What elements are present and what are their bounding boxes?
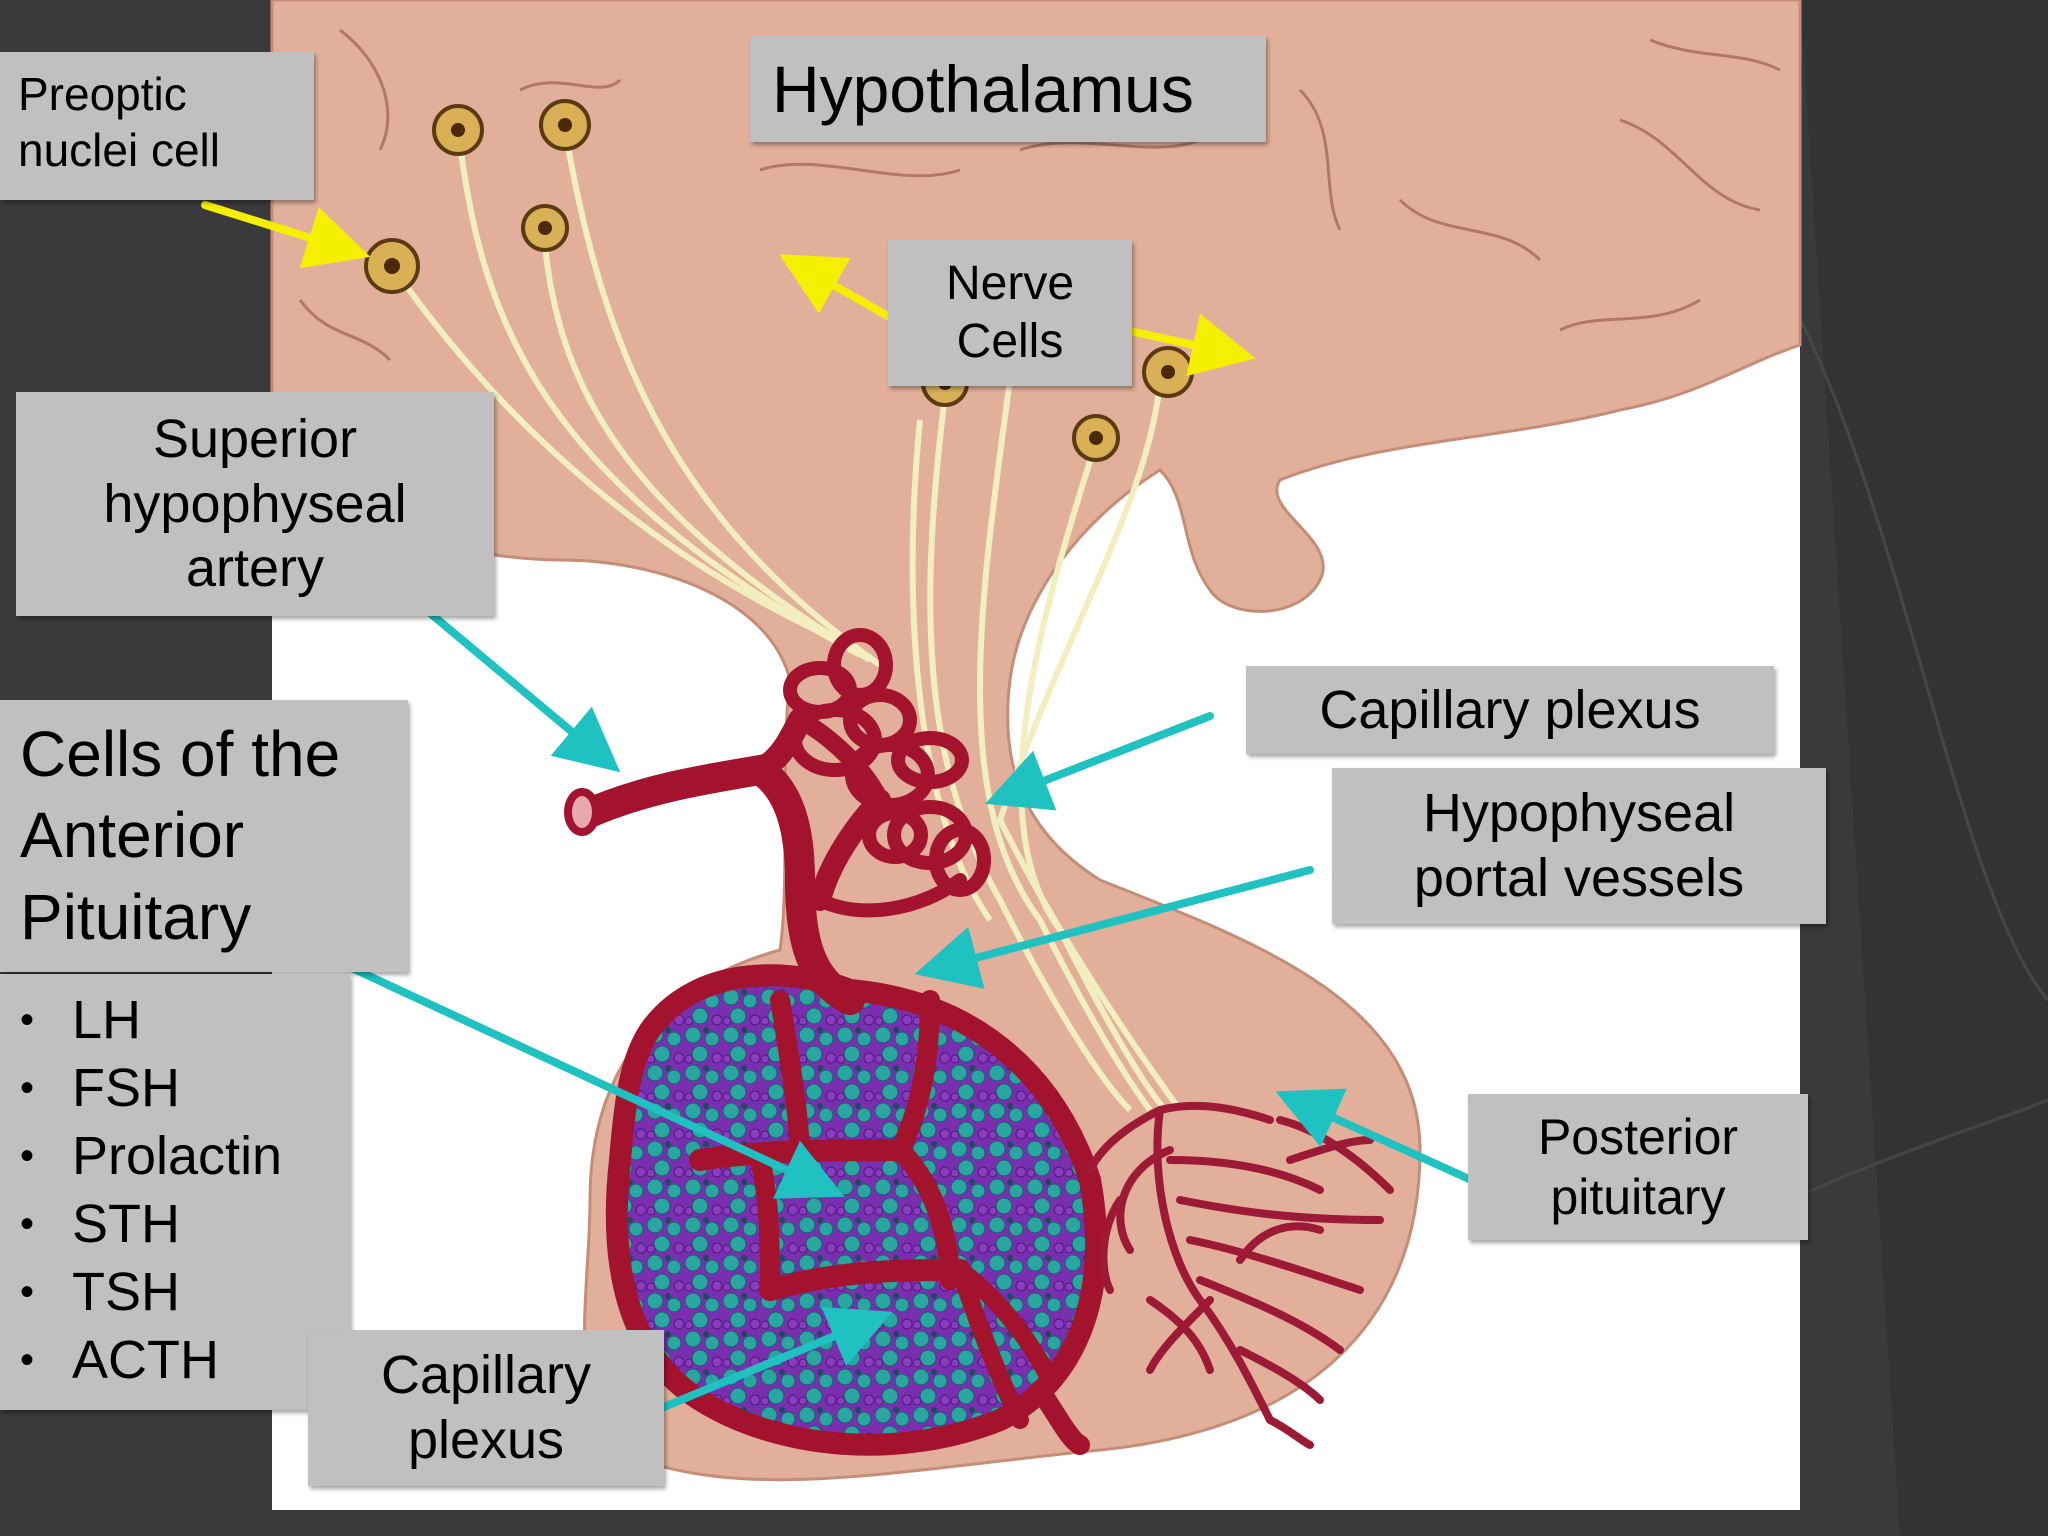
bullet-icon: • — [20, 1270, 35, 1314]
label-posterior-pituitary: Posterior pituitary — [1468, 1094, 1808, 1240]
label-text: Hypothalamus — [772, 52, 1194, 126]
arrow-preoptic — [201, 201, 371, 269]
label-text: portal vessels — [1413, 848, 1745, 908]
bullet-icon: • — [20, 1338, 35, 1382]
label-text: artery — [185, 538, 325, 599]
neuron-cell-icon — [1072, 414, 1120, 462]
hormone-bullet-list: • LH • FSH • Prolactin • STH • TSH • ACTH — [20, 986, 350, 1394]
label-text: Hypophyseal — [1422, 783, 1736, 844]
label-text: Cells — [956, 315, 1064, 368]
hormone-list: • LH • FSH • Prolactin • STH • TSH • ACTH — [0, 974, 350, 1410]
hormone-name: LH — [72, 990, 142, 1050]
neuron-cell-icon — [432, 104, 484, 156]
hormone-name: Prolactin — [72, 1126, 283, 1186]
label-capillary-plexus-bottom: Capillary plexus — [308, 1330, 664, 1486]
arrow-superior-artery — [408, 594, 621, 773]
arrow-portal-vessels — [914, 866, 1314, 989]
label-text: Anterior — [20, 799, 245, 872]
hormone-name: STH — [72, 1194, 180, 1254]
arrow-capillary-plexus-bottom — [648, 1306, 893, 1416]
arrow-cells-anterior — [322, 952, 845, 1199]
label-text: plexus — [407, 1410, 565, 1470]
label-hypothalamus: Hypothalamus — [750, 36, 1266, 142]
label-text: Capillary plexus — [1319, 679, 1701, 740]
annotation-arrows — [201, 201, 1504, 1416]
label-text: nuclei cell — [18, 124, 220, 177]
primary-capillary-loops — [783, 628, 991, 918]
label-text: Cells of the — [20, 718, 341, 790]
list-item: • TSH — [20, 1258, 350, 1326]
bullet-icon: • — [20, 1134, 35, 1178]
label-text: Nerve — [945, 257, 1075, 311]
arrow-nerve-left — [779, 254, 904, 327]
list-item: • Prolactin — [20, 1122, 350, 1190]
label-nerve-cells: Nerve Cells — [888, 240, 1132, 386]
label-text: Pituitary — [20, 880, 252, 953]
hormone-name: FSH — [72, 1058, 180, 1118]
label-text: hypophyseal — [103, 473, 407, 534]
neuron-cell-icon — [521, 204, 569, 252]
list-item: • ACTH — [20, 1326, 350, 1394]
bullet-icon: • — [20, 1066, 35, 1110]
label-hypophyseal-portal-vessels: Hypophyseal portal vessels — [1332, 768, 1826, 924]
label-text: Superior — [152, 408, 358, 469]
bullet-icon: • — [20, 1202, 35, 1246]
list-item: • LH — [20, 986, 350, 1054]
neuron-cell-icon — [1142, 346, 1194, 398]
list-item: • STH — [20, 1190, 350, 1258]
label-text: Preoptic — [18, 68, 187, 120]
label-text: Capillary — [380, 1345, 592, 1406]
background-stripes — [1788, 0, 2048, 1536]
label-cells-anterior-pituitary: Cells of the Anterior Pituitary — [0, 700, 408, 972]
label-superior-hypophyseal-artery: Superior hypophyseal artery — [16, 392, 494, 616]
label-text: Posterior — [1537, 1109, 1739, 1165]
brain-folds — [298, 28, 1781, 362]
hormone-name: TSH — [72, 1262, 180, 1322]
list-item: • FSH — [20, 1054, 350, 1122]
neuron-cell-icon — [539, 99, 591, 151]
arrow-capillary-plexus-right — [985, 712, 1214, 811]
bullet-icon: • — [20, 998, 35, 1042]
label-capillary-plexus-right: Capillary plexus — [1246, 666, 1774, 754]
artery-opening — [564, 788, 600, 836]
neuron-cell-icon — [364, 238, 420, 294]
hormone-name: ACTH — [72, 1330, 219, 1390]
label-text: pituitary — [1550, 1169, 1726, 1225]
arrow-posterior-pituitary — [1275, 1088, 1504, 1197]
label-preoptic-nuclei-cell: Preoptic nuclei cell — [0, 52, 314, 200]
